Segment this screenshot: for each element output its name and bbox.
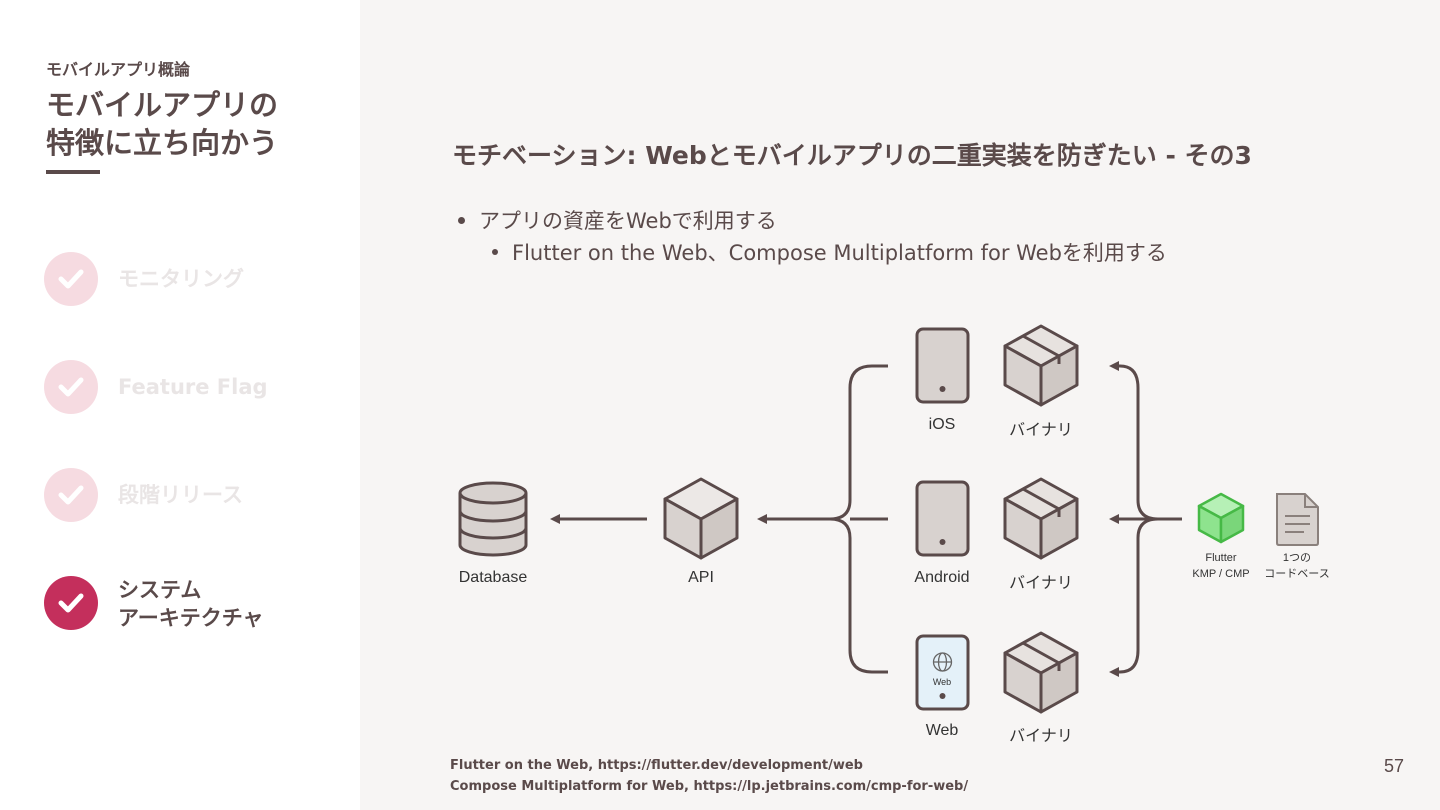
agenda-item-monitoring[interactable]: モニタリング [44, 252, 344, 308]
ios-label: iOS [928, 416, 956, 433]
section-title-line-2: 特徴に立ち向かう [46, 126, 279, 160]
android-binary-box-icon [1003, 477, 1079, 560]
slide-title: モチベーション: Webとモバイルアプリの二重実装を防ぎたい - その3 [452, 141, 1252, 170]
fan-in-brace [1119, 364, 1159, 674]
android-binary-label: バイナリ [1009, 575, 1073, 592]
framework-label: Flutter KMP / CMP [1192, 550, 1249, 582]
checkmark-icon [44, 252, 98, 306]
bullet-level-1: アプリの資産をWebで利用する [458, 205, 777, 235]
agenda-item-label: モニタリング [118, 267, 244, 291]
database-label: Database [458, 569, 528, 586]
references: Flutter on the Web, https://flutter.dev/… [450, 755, 968, 797]
section-title: モバイルアプリの 特徴に立ち向かう [46, 86, 346, 162]
bullet-level-2: Flutter on the Web、Compose Multiplatform… [492, 237, 1167, 267]
web-binary-label: バイナリ [1009, 728, 1073, 745]
agenda-item-label: システム アーキテクチャ [118, 576, 264, 632]
agenda-item-system-architecture[interactable]: システム アーキテクチャ [44, 576, 344, 632]
bullet-dot [458, 216, 465, 224]
ios-binary-label: バイナリ [1009, 422, 1073, 439]
bullet-text: アプリの資産をWebで利用する [479, 209, 777, 233]
database-icon [458, 481, 528, 557]
ios-binary-box-icon [1003, 324, 1079, 407]
checkmark-icon [44, 360, 98, 414]
checkmark-icon [44, 468, 98, 522]
slide-content: モチベーション: Webとモバイルアプリの二重実装を防ぎたい - その3 アプリ… [360, 0, 1440, 810]
section-title-underline [46, 170, 100, 174]
globe-icon [932, 652, 953, 672]
framework-label-line-2: KMP / CMP [1192, 568, 1250, 580]
page-number: 57 [1384, 756, 1405, 776]
android-phone-icon [915, 480, 970, 557]
web-phone-icon [915, 634, 970, 711]
ios-phone-icon [915, 327, 970, 404]
framework-cube-icon [1197, 492, 1245, 544]
sidebar: モバイルアプリ概論 モバイルアプリの 特徴に立ち向かう モニタリング Featu… [0, 0, 360, 810]
codebase-document-icon [1276, 493, 1319, 546]
framework-label-line-1: Flutter [1205, 552, 1237, 564]
api-label: API [688, 569, 714, 586]
web-screen-label: Web [932, 677, 952, 687]
android-label: Android [914, 569, 970, 586]
codebase-label: 1つの コードベース [1264, 550, 1329, 582]
web-binary-box-icon [1003, 631, 1079, 714]
api-cube-icon [663, 477, 739, 560]
course-name: モバイルアプリ概論 [46, 60, 191, 79]
reference-flutter: Flutter on the Web, https://flutter.dev/… [450, 758, 863, 773]
reference-compose: Compose Multiplatform for Web, https://l… [450, 779, 969, 794]
checkmark-icon [44, 576, 98, 630]
agenda-item-feature-flag[interactable]: Feature Flag [44, 360, 344, 416]
architecture-diagram [458, 324, 1319, 714]
agenda-item-staged-release[interactable]: 段階リリース [44, 468, 344, 524]
agenda-label-line-1: システム [118, 578, 202, 602]
agenda-item-label: 段階リリース [118, 483, 243, 507]
codebase-label-line-2: コードベース [1264, 568, 1330, 580]
codebase-label-line-1: 1つの [1282, 552, 1312, 564]
agenda-item-label: Feature Flag [118, 375, 268, 399]
bullet-text: Flutter on the Web、Compose Multiplatform… [512, 241, 1167, 265]
section-title-line-1: モバイルアプリの [46, 88, 279, 122]
web-label: Web [925, 722, 959, 739]
agenda-label-line-2: アーキテクチャ [118, 606, 264, 630]
fan-out-brace [829, 364, 888, 674]
bullet-dot [492, 249, 498, 255]
